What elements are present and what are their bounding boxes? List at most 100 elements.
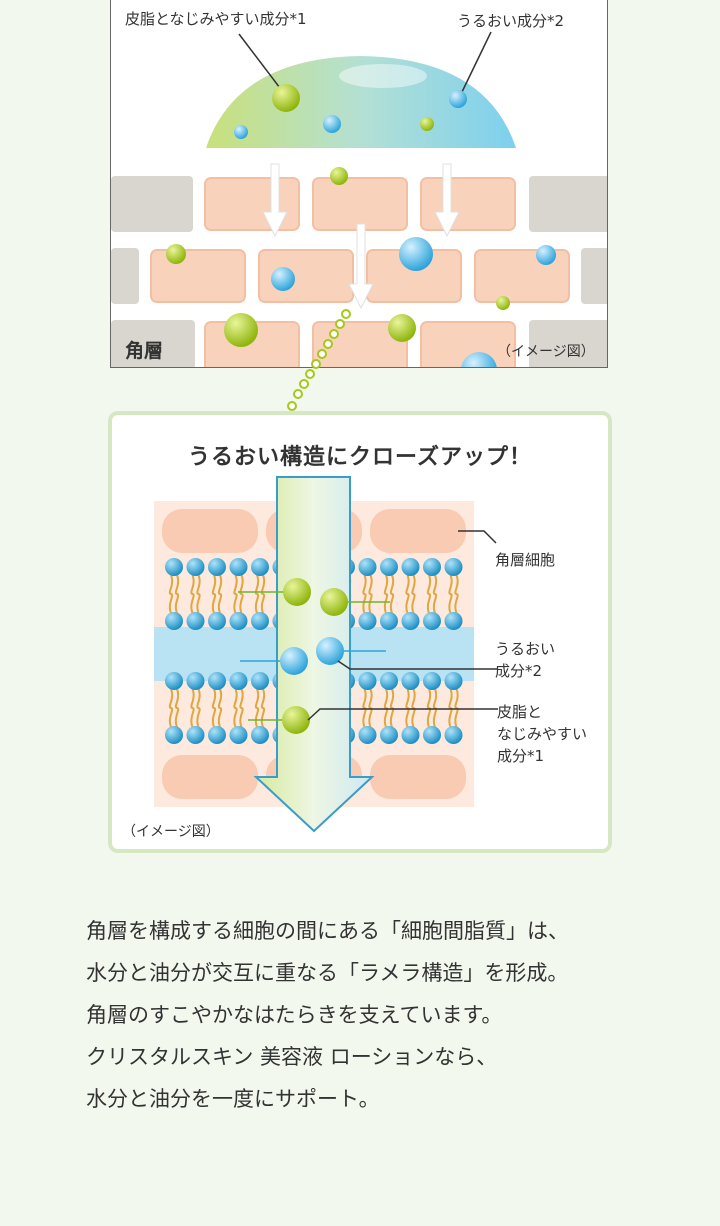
description-line: 角層のすこやかなはたらきを支えています。 bbox=[86, 1003, 503, 1027]
lipid-tail bbox=[217, 688, 223, 728]
lipid-head bbox=[208, 726, 226, 744]
lipid-head bbox=[423, 726, 441, 744]
lipid-head bbox=[186, 726, 205, 744]
closeup-title: うるおい構造にクローズアップ！ bbox=[188, 445, 532, 470]
lipid-head bbox=[380, 612, 398, 630]
lipid-tail bbox=[168, 574, 174, 614]
lipid-tail bbox=[383, 688, 389, 728]
lipid-head bbox=[444, 726, 463, 744]
lipid-head bbox=[423, 672, 441, 690]
lipid-head bbox=[165, 672, 183, 690]
lipid-tail bbox=[432, 574, 438, 614]
stratum-corneum-illustration bbox=[111, 31, 607, 367]
image-note-closeup: （イメージ図） bbox=[122, 824, 220, 840]
lipid-tail bbox=[211, 574, 217, 614]
lipid-head bbox=[165, 558, 183, 576]
label-sebum-line1: 皮脂と bbox=[497, 703, 543, 721]
lipid-tail bbox=[211, 688, 217, 728]
lipid-tail bbox=[405, 574, 410, 614]
lipid-tail bbox=[260, 574, 266, 614]
stratum-corneum-diagram: 皮脂となじみやすい成分*1 うるおい成分*2 角層 （イメージ図） bbox=[110, 0, 608, 368]
lipid-tail bbox=[190, 688, 195, 728]
lipid-tail bbox=[233, 574, 238, 614]
description-text: 角層を構成する細胞の間にある「細胞間脂質」は、 水分と油分が交互に重なる「ラメラ… bbox=[86, 910, 686, 1120]
lipid-head bbox=[251, 672, 269, 690]
lipid-tail bbox=[362, 688, 367, 728]
description-line: 水分と油分を一度にサポート。 bbox=[86, 1087, 380, 1111]
lipid-tail bbox=[432, 688, 438, 728]
lipid-tail bbox=[196, 574, 201, 614]
moisture-ball bbox=[316, 637, 344, 665]
description-line: 水分と油分が交互に重なる「ラメラ構造」を形成。 bbox=[86, 961, 569, 985]
label-sebum-line2: なじみやすい bbox=[497, 725, 588, 743]
label-stratum-corneum: 角層 bbox=[125, 340, 164, 362]
lipid-head bbox=[208, 558, 226, 576]
zoom-connector-dots bbox=[287, 309, 351, 411]
lipid-tail bbox=[454, 574, 459, 614]
lipid-head bbox=[423, 612, 441, 630]
lipid-tail bbox=[426, 574, 432, 614]
lipid-tail bbox=[174, 574, 180, 614]
lipid-head bbox=[358, 672, 377, 690]
lipid-tail bbox=[448, 688, 453, 728]
lipid-tail bbox=[233, 688, 238, 728]
lipid-head bbox=[186, 672, 205, 690]
description-line: クリスタルスキン 美容液 ローションなら、 bbox=[86, 1045, 498, 1069]
lipid-tail bbox=[174, 688, 180, 728]
lipid-tail bbox=[254, 688, 260, 728]
image-note-top: （イメージ図） bbox=[497, 344, 595, 360]
lipid-tail bbox=[448, 574, 453, 614]
sebum-like-ball bbox=[320, 588, 348, 616]
lipid-head bbox=[358, 726, 377, 744]
lipid-tail bbox=[239, 688, 244, 728]
lipid-tail bbox=[368, 688, 373, 728]
lamellar-structure-illustration bbox=[154, 476, 498, 833]
moisture-ball bbox=[280, 647, 308, 675]
lipid-head bbox=[229, 672, 248, 690]
label-moisture-ingredient: うるおい成分*2 bbox=[457, 12, 565, 30]
lipid-tail bbox=[389, 574, 395, 614]
description-line: 角層を構成する細胞の間にある「細胞間脂質」は、 bbox=[86, 919, 569, 943]
lipid-tail bbox=[405, 688, 410, 728]
lipid-head bbox=[251, 612, 269, 630]
label-moisture-line2: 成分*2 bbox=[495, 662, 543, 680]
moisture-ingredient-balls bbox=[234, 90, 556, 367]
lipid-tail bbox=[196, 688, 201, 728]
lipid-head bbox=[165, 612, 183, 630]
lipid-tail bbox=[362, 574, 367, 614]
lipid-tail bbox=[239, 574, 244, 614]
lipid-tail bbox=[426, 688, 432, 728]
sebum-like-ingredient-balls bbox=[166, 84, 510, 347]
lipid-head bbox=[401, 672, 420, 690]
lipid-tail bbox=[217, 574, 223, 614]
lipid-head bbox=[251, 726, 269, 744]
lipid-head bbox=[208, 672, 226, 690]
lipid-head bbox=[380, 726, 398, 744]
lipid-head bbox=[186, 558, 205, 576]
lipid-tail bbox=[454, 688, 459, 728]
sebum-like-ball bbox=[282, 706, 310, 734]
lipid-head bbox=[401, 558, 420, 576]
label-moisture-line1: うるおい bbox=[495, 640, 556, 658]
lipid-head bbox=[444, 558, 463, 576]
lipid-head bbox=[165, 726, 183, 744]
lipid-tail bbox=[411, 574, 416, 614]
lipid-head bbox=[444, 612, 463, 630]
closeup-panel: うるおい構造にクローズアップ！ bbox=[108, 411, 612, 853]
lipid-tail bbox=[168, 688, 174, 728]
lipid-tail bbox=[411, 688, 416, 728]
lipid-head bbox=[423, 558, 441, 576]
lipid-tail bbox=[254, 574, 260, 614]
lipid-tail bbox=[389, 688, 395, 728]
lipid-head bbox=[401, 726, 420, 744]
lipid-tail bbox=[368, 574, 373, 614]
lipid-head bbox=[380, 558, 398, 576]
label-sebum-line3: 成分*1 bbox=[497, 747, 545, 765]
lipid-head bbox=[229, 558, 248, 576]
lipid-head bbox=[380, 672, 398, 690]
lipid-head bbox=[401, 612, 420, 630]
lipid-head bbox=[251, 558, 269, 576]
label-sebum-like-ingredient: 皮脂となじみやすい成分*1 bbox=[125, 10, 307, 28]
label-corneocyte: 角層細胞 bbox=[495, 551, 556, 569]
lipid-head bbox=[358, 558, 377, 576]
